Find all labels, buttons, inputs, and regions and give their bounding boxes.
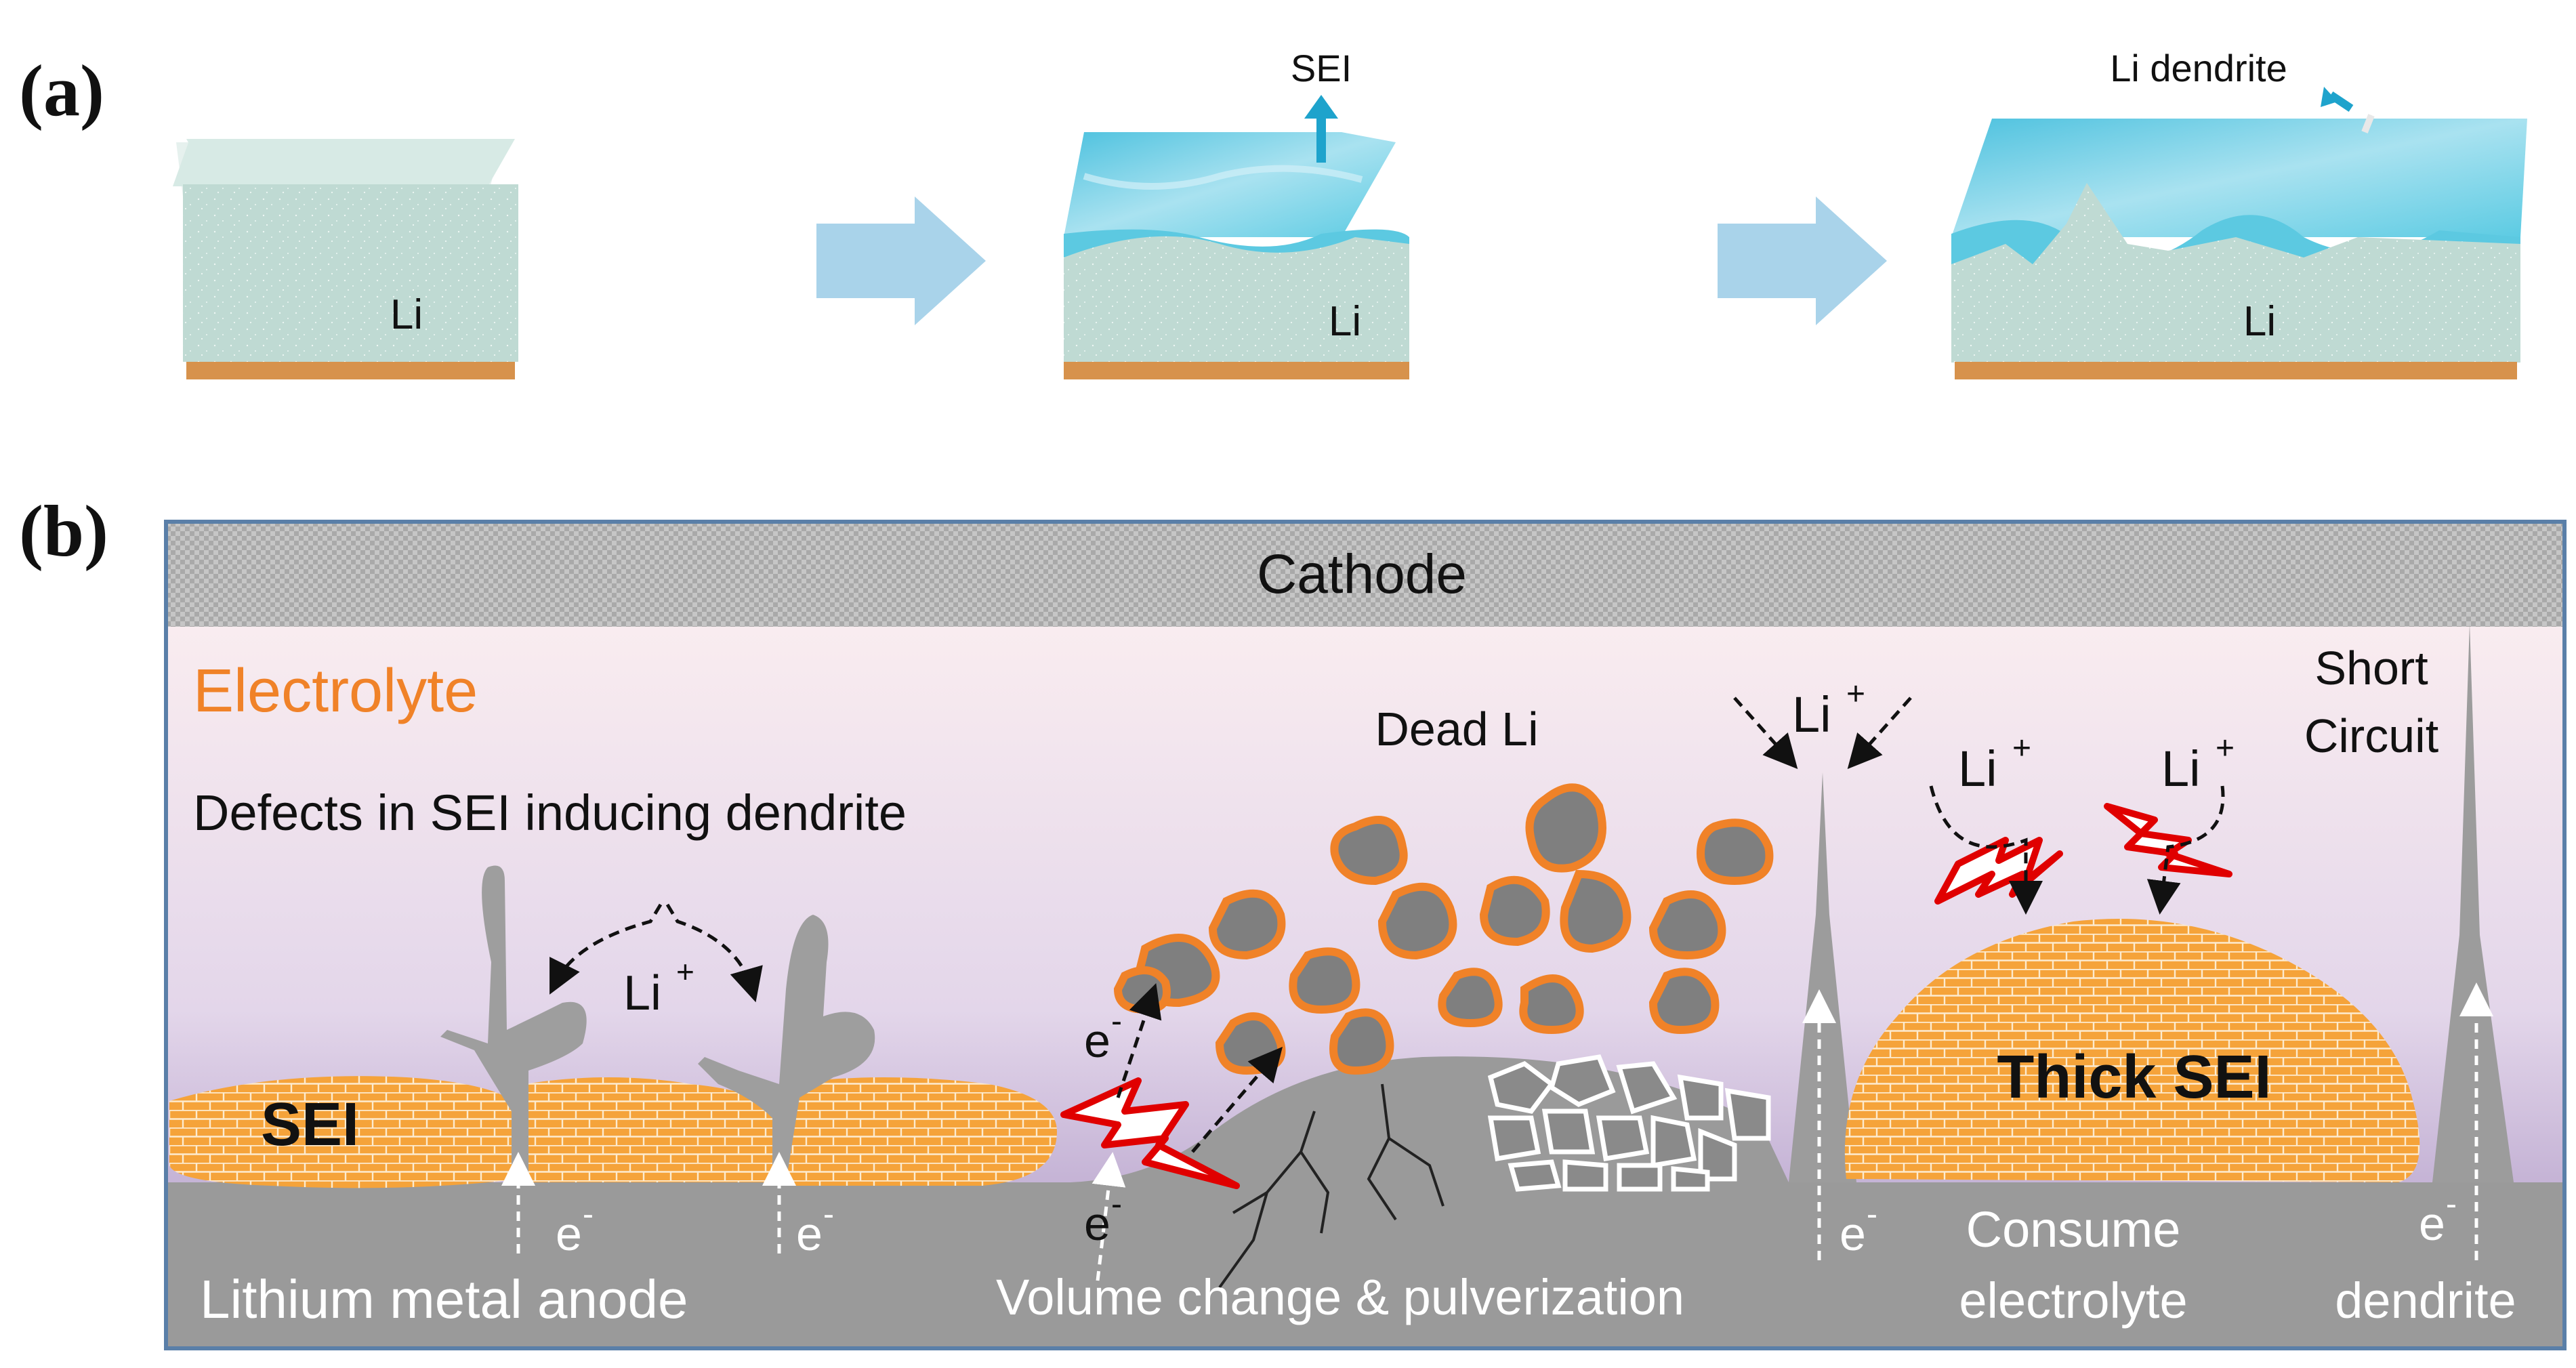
electron-label-5: e - bbox=[1840, 1197, 1877, 1260]
lightning-bolt-thick-sei-1 bbox=[1934, 837, 2063, 905]
li-ion-label-right-2: Li + bbox=[2161, 730, 2235, 797]
cathode-layer bbox=[166, 522, 2564, 627]
svg-text:-: - bbox=[1111, 1186, 1122, 1222]
short-circuit-label-2: Circuit bbox=[2304, 709, 2438, 762]
sei-label-left: SEI bbox=[261, 1091, 359, 1159]
svg-text:Li: Li bbox=[623, 966, 661, 1020]
volume-change-label: Volume change & pulverization bbox=[996, 1269, 1684, 1325]
panel-b-border bbox=[164, 520, 2567, 1350]
stage1-li-block: Li bbox=[173, 139, 518, 379]
li-ion-label-middle: Li + bbox=[1792, 676, 1865, 743]
li-ion-paths bbox=[549, 697, 2225, 1153]
sei-layer-left-1 bbox=[169, 1076, 522, 1188]
sei-layer-left-3 bbox=[786, 1077, 1057, 1186]
panel-b-label: (b) bbox=[19, 491, 108, 572]
svg-text:e: e bbox=[1084, 1197, 1110, 1250]
dendrite-spike-middle bbox=[1789, 772, 1856, 1182]
svg-text:-: - bbox=[1867, 1197, 1877, 1232]
electrolyte-label: Electrolyte bbox=[193, 657, 478, 725]
stage1-li-label: Li bbox=[390, 291, 423, 338]
progress-arrow-1 bbox=[816, 196, 986, 325]
anode-cracks bbox=[1218, 1083, 1445, 1289]
thick-sei-label: Thick SEI bbox=[1997, 1043, 2271, 1111]
dead-li-label: Dead Li bbox=[1375, 703, 1538, 755]
dendrite-label: dendrite bbox=[2335, 1272, 2516, 1329]
li-ion-label-left: Li + bbox=[623, 954, 694, 1020]
electron-label-1: e - bbox=[556, 1197, 594, 1260]
consume-label-1: Consume bbox=[1966, 1201, 2181, 1258]
lightning-bolt-left bbox=[1060, 1077, 1240, 1189]
svg-text:-: - bbox=[1111, 1003, 1122, 1039]
svg-text:e: e bbox=[796, 1207, 823, 1260]
lithium-anode bbox=[166, 1056, 2564, 1348]
svg-text:e: e bbox=[2419, 1197, 2445, 1250]
dendrite-spike-short-circuit bbox=[2432, 623, 2514, 1182]
electron-label-6: e - bbox=[2419, 1186, 2457, 1250]
svg-text:-: - bbox=[823, 1197, 834, 1232]
short-circuit-label-1: Short bbox=[2314, 642, 2428, 695]
pulverized-li bbox=[1487, 1054, 1771, 1192]
svg-text:Li: Li bbox=[1958, 741, 1997, 797]
svg-text:e: e bbox=[1084, 1014, 1110, 1067]
svg-text:-: - bbox=[2446, 1186, 2457, 1222]
electron-paths bbox=[501, 982, 2493, 1281]
sei-layer-left-2 bbox=[525, 1077, 772, 1182]
stage2-li-block: Li SEI bbox=[1064, 47, 1409, 379]
svg-text:-: - bbox=[583, 1197, 594, 1232]
svg-text:Li: Li bbox=[2161, 741, 2201, 797]
stage3-li-label: Li bbox=[2243, 298, 2276, 345]
thick-sei bbox=[1844, 919, 2420, 1182]
cathode-label: Cathode bbox=[1257, 543, 1467, 605]
svg-text:+: + bbox=[2216, 730, 2235, 766]
stage3-li-block: Li Li dendrite bbox=[1951, 47, 2527, 379]
panel-a-label: (a) bbox=[19, 51, 104, 131]
li-dendrite-annotation: Li dendrite bbox=[2110, 47, 2287, 89]
battery-schematic: Cathode Dead Li bbox=[164, 520, 2567, 1350]
electron-label-4: e - bbox=[1084, 1186, 1122, 1250]
sei-annotation: SEI bbox=[1291, 47, 1352, 89]
svg-text:+: + bbox=[1846, 676, 1865, 712]
defects-label: Defects in SEI inducing dendrite bbox=[193, 785, 907, 841]
svg-text:+: + bbox=[676, 954, 694, 989]
lightning-bolt-thick-sei-2 bbox=[2104, 803, 2232, 877]
anode-label: Lithium metal anode bbox=[200, 1269, 688, 1329]
electron-label-3: e - bbox=[1084, 1003, 1122, 1067]
stage2-li-label: Li bbox=[1329, 298, 1361, 345]
svg-text:e: e bbox=[1840, 1207, 1866, 1260]
progress-arrow-2 bbox=[1718, 196, 1887, 325]
svg-text:+: + bbox=[2012, 730, 2031, 766]
electron-label-2: e - bbox=[796, 1197, 834, 1260]
li-ion-label-right-1: Li + bbox=[1958, 730, 2031, 797]
svg-text:e: e bbox=[556, 1207, 582, 1260]
dendrite-left bbox=[440, 865, 587, 1182]
svg-text:Li: Li bbox=[1792, 686, 1831, 743]
consume-label-2: electrolyte bbox=[1959, 1272, 2187, 1329]
dendrite-middle bbox=[698, 915, 875, 1182]
